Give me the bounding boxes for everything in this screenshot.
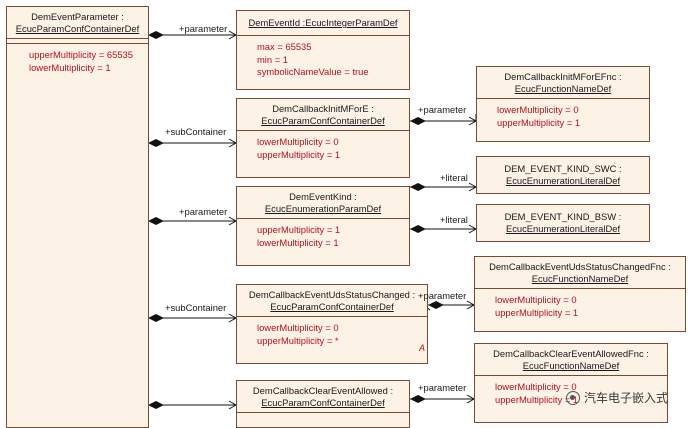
init-mfore-name: DemCallbackInitMForE : xyxy=(272,103,374,114)
label-literal: +literal xyxy=(440,214,468,225)
clear-allowed-fnc-name: DemCallbackClearEventAllowedFnc : xyxy=(493,348,649,359)
uds-status-fnc-attrs: lowerMultiplicity = 0 upperMultiplicity … xyxy=(475,289,685,319)
clear-allowed-name: DemCallbackClearEventAllowed : xyxy=(252,385,394,396)
kind-bsw-box: DEM_EVENT_KIND_BSW : EcucEnumerationLite… xyxy=(476,204,650,242)
label-parameter: +parameter xyxy=(179,23,228,34)
dem-event-parameter-type: EcucParamConfContainerDef xyxy=(15,23,140,34)
attr-upper-multiplicity: upperMultiplicity = 1 xyxy=(257,148,341,160)
attr-lower-multiplicity: lowerMultiplicity = 0 xyxy=(257,322,339,333)
dem-event-parameter-header: DemEventParameter : EcucParamConfContain… xyxy=(7,7,148,39)
dem-event-kind-type: EcucEnumerationParamDef xyxy=(264,203,382,214)
clear-allowed-fnc-header: DemCallbackClearEventAllowedFnc : EcucFu… xyxy=(475,344,667,376)
kind-swc-type: EcucEnumerationLiteralDef xyxy=(505,175,621,186)
attr-upper-multiplicity: upperMultiplicity = 1 xyxy=(495,393,579,405)
dem-event-parameter-box: DemEventParameter : EcucParamConfContain… xyxy=(6,6,149,428)
attr-symbolic-name-value: symbolicNameValue = true xyxy=(257,66,369,77)
init-mfore-header: DemCallbackInitMForE : EcucParamConfCont… xyxy=(237,99,409,131)
dem-event-kind-header: DemEventKind : EcucEnumerationParamDef xyxy=(237,187,409,219)
label-literal: +literal xyxy=(440,172,468,183)
attr-min: min = 1 xyxy=(257,53,289,65)
attr-lower-multiplicity: lowerMultiplicity = 0 xyxy=(495,294,577,305)
uds-status-name: DemCallbackEventUdsStatusChanged : xyxy=(248,289,416,300)
uds-status-marker: A xyxy=(418,343,425,353)
attr-upper-multiplicity: upperMultiplicity = 65535 xyxy=(29,49,133,60)
clear-allowed-header: DemCallbackClearEventAllowed : EcucParam… xyxy=(237,381,409,413)
clear-allowed-fnc-type: EcucFunctionNameDef xyxy=(522,360,620,371)
clear-allowed-fnc-attrs: lowerMultiplicity = 0 upperMultiplicity … xyxy=(475,376,667,406)
attr-lower-multiplicity: lowerMultiplicity = 0 xyxy=(257,136,339,147)
dem-event-id-name: DemEventId :EcucIntegerParamDef xyxy=(248,17,398,28)
label-subcontainer: +subContainer xyxy=(165,126,227,137)
uds-status-fnc-type: EcucFunctionNameDef xyxy=(531,273,629,284)
init-mfore-attrs: lowerMultiplicity = 0 upperMultiplicity … xyxy=(237,131,409,161)
label-parameter: +parameter xyxy=(179,206,228,217)
dem-event-kind-name: DemEventKind : xyxy=(289,191,357,202)
uds-status-fnc-header: DemCallbackEventUdsStatusChangedFnc : Ec… xyxy=(475,257,685,289)
kind-swc-box: DEM_EVENT_KIND_SWC : EcucEnumerationLite… xyxy=(476,156,650,194)
init-mfore-fnc-attrs: lowerMultiplicity = 0 upperMultiplicity … xyxy=(477,99,649,129)
label-parameter: +parameter xyxy=(418,290,467,301)
init-mfore-fnc-name: DemCallbackInitMForEFnc : xyxy=(504,71,622,82)
dem-event-kind-box: DemEventKind : EcucEnumerationParamDef u… xyxy=(236,186,410,266)
attr-upper-multiplicity: upperMultiplicity = 1 xyxy=(495,306,579,318)
watermark-text: 汽车电子嵌入式 xyxy=(584,391,669,405)
init-mfore-box: DemCallbackInitMForE : EcucParamConfCont… xyxy=(236,98,410,178)
init-mfore-fnc-type: EcucFunctionNameDef xyxy=(514,83,612,94)
attr-max: max = 65535 xyxy=(257,41,312,52)
attr-upper-multiplicity: upperMultiplicity = 1 xyxy=(257,224,341,235)
attr-lower-multiplicity: lowerMultiplicity = 1 xyxy=(257,236,339,248)
uds-status-attrs: lowerMultiplicity = 0 upperMultiplicity … xyxy=(237,317,427,347)
clear-allowed-type: EcucParamConfContainerDef xyxy=(261,397,385,408)
label-parameter: +parameter xyxy=(418,382,467,393)
uds-status-fnc-name: DemCallbackEventUdsStatusChangedFnc : xyxy=(489,261,671,272)
kind-swc-name: DEM_EVENT_KIND_SWC : xyxy=(504,163,622,174)
dem-event-id-header: DemEventId :EcucIntegerParamDef xyxy=(237,11,409,36)
kind-bsw-header: DEM_EVENT_KIND_BSW : EcucEnumerationLite… xyxy=(477,205,649,238)
uds-status-box: DemCallbackEventUdsStatusChanged : EcucP… xyxy=(236,284,428,364)
clear-allowed-fnc-box: DemCallbackClearEventAllowedFnc : EcucFu… xyxy=(474,343,668,423)
uds-status-fnc-box: DemCallbackEventUdsStatusChangedFnc : Ec… xyxy=(474,256,686,332)
init-mfore-fnc-box: DemCallbackInitMForEFnc : EcucFunctionNa… xyxy=(476,66,650,142)
dem-event-kind-attrs: upperMultiplicity = 1 lowerMultiplicity … xyxy=(237,219,409,249)
init-mfore-fnc-header: DemCallbackInitMForEFnc : EcucFunctionNa… xyxy=(477,67,649,99)
label-parameter: +parameter xyxy=(418,104,467,115)
watermark: 汽车电子嵌入式 xyxy=(566,389,668,406)
uds-status-header: DemCallbackEventUdsStatusChanged : EcucP… xyxy=(237,285,427,317)
dem-event-parameter-name: DemEventParameter : xyxy=(31,11,124,22)
init-mfore-type: EcucParamConfContainerDef xyxy=(261,115,385,126)
kind-bsw-name: DEM_EVENT_KIND_BSW : xyxy=(504,211,622,222)
dem-event-parameter-attrs: upperMultiplicity = 65535 lowerMultiplic… xyxy=(7,44,148,74)
wechat-icon xyxy=(566,390,580,405)
clear-allowed-box: DemCallbackClearEventAllowed : EcucParam… xyxy=(236,380,410,428)
dem-event-id-attrs: max = 65535 min = 1 symbolicNameValue = … xyxy=(237,36,409,79)
header-divider xyxy=(7,39,148,44)
attr-lower-multiplicity: lowerMultiplicity = 0 xyxy=(495,381,577,392)
kind-bsw-type: EcucEnumerationLiteralDef xyxy=(505,223,621,234)
dem-event-id-box: DemEventId :EcucIntegerParamDef max = 65… xyxy=(236,10,410,90)
attr-upper-multiplicity: upperMultiplicity = 1 xyxy=(497,116,581,128)
attr-lower-multiplicity: lowerMultiplicity = 0 xyxy=(497,104,579,115)
attr-upper-multiplicity: upperMultiplicity = * xyxy=(257,334,339,346)
attr-lower-multiplicity: lowerMultiplicity = 1 xyxy=(29,61,111,73)
label-subcontainer: +subContainer xyxy=(165,302,227,313)
kind-swc-header: DEM_EVENT_KIND_SWC : EcucEnumerationLite… xyxy=(477,157,649,190)
uds-status-type: EcucParamConfContainerDef xyxy=(270,301,394,312)
